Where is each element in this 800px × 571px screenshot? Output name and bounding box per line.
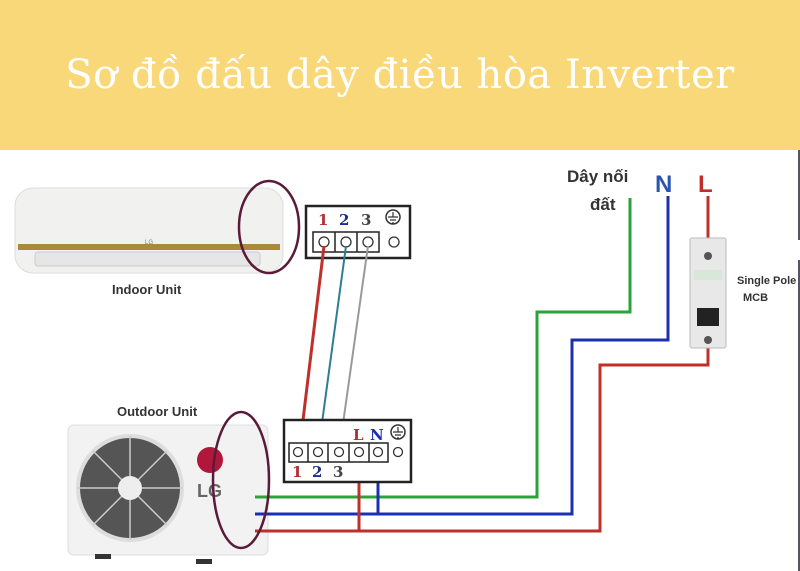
lg-logo <box>197 447 223 473</box>
ground-wire <box>255 198 632 499</box>
wiring-diagram: LG Indoor Unit 1 2 3 LG Outdoor Unit <box>14 150 800 571</box>
mcb-label: Single Pole <box>737 275 796 287</box>
page-title: Sơ đồ đấu dây điều hòa Inverter <box>65 52 735 98</box>
indoor-unit: LG <box>14 187 284 274</box>
mcb-label-2: MCB <box>743 292 768 304</box>
ground-label-2: đất <box>590 195 616 214</box>
outdoor-brand: LG <box>197 481 222 501</box>
line-label: L <box>698 171 713 198</box>
indoor-terminal-block: 1 2 3 <box>304 204 412 260</box>
ground-label: Dây nối <box>567 167 628 186</box>
indoor-brand: LG <box>145 240 153 246</box>
indoor-unit-label: Indoor Unit <box>112 282 182 297</box>
indoor-terminal-2-label: 2 <box>339 211 349 229</box>
indoor-terminal-3-label: 3 <box>361 211 371 229</box>
mcb-breaker <box>689 237 727 349</box>
outdoor-unit-label: Outdoor Unit <box>117 404 198 419</box>
wires <box>255 196 710 533</box>
outdoor-terminal-3-label: 3 <box>333 463 343 481</box>
indoor-highlight-circle <box>237 179 301 275</box>
title-banner: Sơ đồ đấu dây điều hòa Inverter <box>0 0 800 150</box>
wire-2 <box>318 245 347 446</box>
neutral-label: N <box>655 171 672 198</box>
gold-trim <box>18 244 280 250</box>
ground-symbol-icon <box>385 209 401 225</box>
outdoor-terminal-2-label: 2 <box>312 463 322 481</box>
outdoor-terminal-1-label: 1 <box>292 463 302 481</box>
outdoor-unit: LG <box>67 424 269 564</box>
outdoor-highlight-circle <box>211 410 271 550</box>
neutral-wire <box>255 196 670 516</box>
indoor-terminal-1-label: 1 <box>318 211 328 229</box>
outdoor-terminal-block: L N 1 2 3 <box>282 418 413 484</box>
outdoor-terminal-l-label: L <box>353 426 364 444</box>
mcb-toggle <box>697 308 719 326</box>
line-wire <box>255 340 710 533</box>
outdoor-terminal-n-label: N <box>370 426 384 444</box>
ground-symbol-icon <box>390 424 406 440</box>
wire-1 <box>298 245 326 446</box>
wire-3 <box>339 245 369 446</box>
